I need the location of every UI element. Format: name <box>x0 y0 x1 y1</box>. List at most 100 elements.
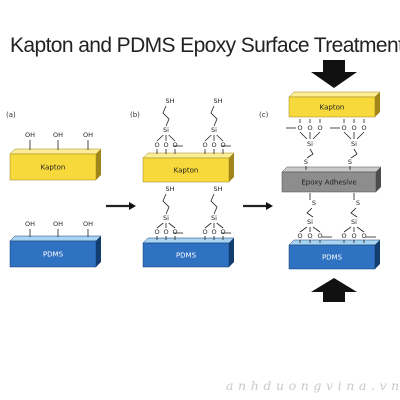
process-arrow-head <box>129 202 136 210</box>
hydroxyl-label: OH <box>53 131 63 139</box>
bond-line <box>216 134 224 142</box>
block-label: Epoxy Adhesive <box>301 179 356 187</box>
process-arrow-head <box>266 202 273 210</box>
epoxy-block: Epoxy Adhesive <box>281 166 382 193</box>
bond-line <box>168 134 176 142</box>
chain-bond <box>162 193 170 215</box>
block-front-face <box>288 96 376 118</box>
thiol-label: SH <box>213 185 222 193</box>
hydroxyl-label: OH <box>25 220 35 228</box>
oxygen-label: O <box>351 124 356 132</box>
oxygen-label: O <box>211 141 216 149</box>
oxygen-label: O <box>361 124 366 132</box>
sulfur-label: S <box>312 199 316 207</box>
bond-line <box>216 222 224 229</box>
press-down-arrow <box>311 60 357 88</box>
block-front-face <box>9 153 97 181</box>
oxygen-label: O <box>211 228 216 236</box>
silicon-label: Si <box>307 218 313 226</box>
chain-bond <box>210 105 218 127</box>
block-side-face <box>229 153 234 182</box>
bond-line <box>312 226 321 233</box>
sulfur-label: S <box>348 158 352 166</box>
oxygen-label: O <box>307 124 312 132</box>
oxygen-label: O <box>172 141 177 149</box>
bond-line <box>312 131 321 140</box>
oxygen-label: O <box>202 228 207 236</box>
oxygen-label: O <box>317 124 322 132</box>
oxygen-label: O <box>307 232 312 240</box>
oxygen-label: O <box>202 141 207 149</box>
block-top-face <box>9 235 102 242</box>
oxygen-label: O <box>154 228 159 236</box>
block-side-face <box>96 149 101 180</box>
kapton-block: Kapton <box>142 152 235 183</box>
chain-bond <box>350 207 358 218</box>
panel-label-a: (a) <box>6 111 16 119</box>
silicon-label: Si <box>351 218 357 226</box>
bond-line <box>343 131 352 140</box>
silicon-label: Si <box>307 140 313 148</box>
chain-bond <box>350 148 358 159</box>
chain-bond <box>162 105 170 127</box>
bond-line <box>343 226 352 233</box>
oxygen-label: O <box>163 228 168 236</box>
silicon-label: Si <box>211 126 217 134</box>
oxygen-label: O <box>220 228 225 236</box>
block-top-face <box>281 166 382 173</box>
oxygen-label: O <box>361 232 366 240</box>
sulfur-label: S <box>356 199 360 207</box>
bond-line <box>168 222 176 229</box>
hydroxyl-label: OH <box>25 131 35 139</box>
silicon-label: Si <box>163 126 169 134</box>
thiol-label: SH <box>165 185 174 193</box>
thiol-label: SH <box>165 97 174 105</box>
block-front-face <box>142 242 230 268</box>
oxygen-label: O <box>220 141 225 149</box>
oxygen-label: O <box>351 232 356 240</box>
oxygen-label: O <box>297 124 302 132</box>
chain-bond <box>306 207 314 218</box>
diagram-title: Kapton and PDMS Epoxy Surface Treatment <box>10 34 400 57</box>
block-top-face <box>288 239 381 246</box>
pdms-block: PDMS <box>288 239 381 270</box>
bond-line <box>356 131 365 140</box>
oxygen-label: O <box>172 228 177 236</box>
chain-bond <box>210 193 218 215</box>
oxygen-label: O <box>297 232 302 240</box>
block-front-face <box>142 157 230 183</box>
bond-line <box>299 131 308 140</box>
pdms-block: PDMS <box>9 235 102 268</box>
block-side-face <box>375 92 380 117</box>
process-arrows <box>106 60 357 302</box>
oxygen-label: O <box>154 141 159 149</box>
block-front-face <box>9 240 97 268</box>
block-front-face <box>281 171 377 193</box>
press-up-arrow <box>311 278 357 302</box>
block-label: Kapton <box>174 167 199 175</box>
panel-label-c: (c) <box>259 111 269 119</box>
watermark: anhduongvina.vn <box>226 378 400 393</box>
panel-label-b: (b) <box>130 111 140 119</box>
block-label: PDMS <box>43 251 64 259</box>
block-label: Kapton <box>41 164 66 172</box>
sulfur-label: S <box>304 158 308 166</box>
oxygen-label: O <box>163 141 168 149</box>
block-side-face <box>229 238 234 267</box>
silicon-label: Si <box>351 140 357 148</box>
block-top-face <box>9 148 102 155</box>
hydroxyl-label: OH <box>83 220 93 228</box>
bond-line <box>204 222 212 229</box>
oxygen-label: O <box>341 232 346 240</box>
block-front-face <box>288 244 376 270</box>
silicon-label: Si <box>163 214 169 222</box>
silicon-label: Si <box>211 214 217 222</box>
chain-bond <box>306 148 314 159</box>
hydroxyl-label: OH <box>53 220 63 228</box>
hydroxyl-label: OH <box>83 131 93 139</box>
kapton-block: Kapton <box>9 148 102 181</box>
